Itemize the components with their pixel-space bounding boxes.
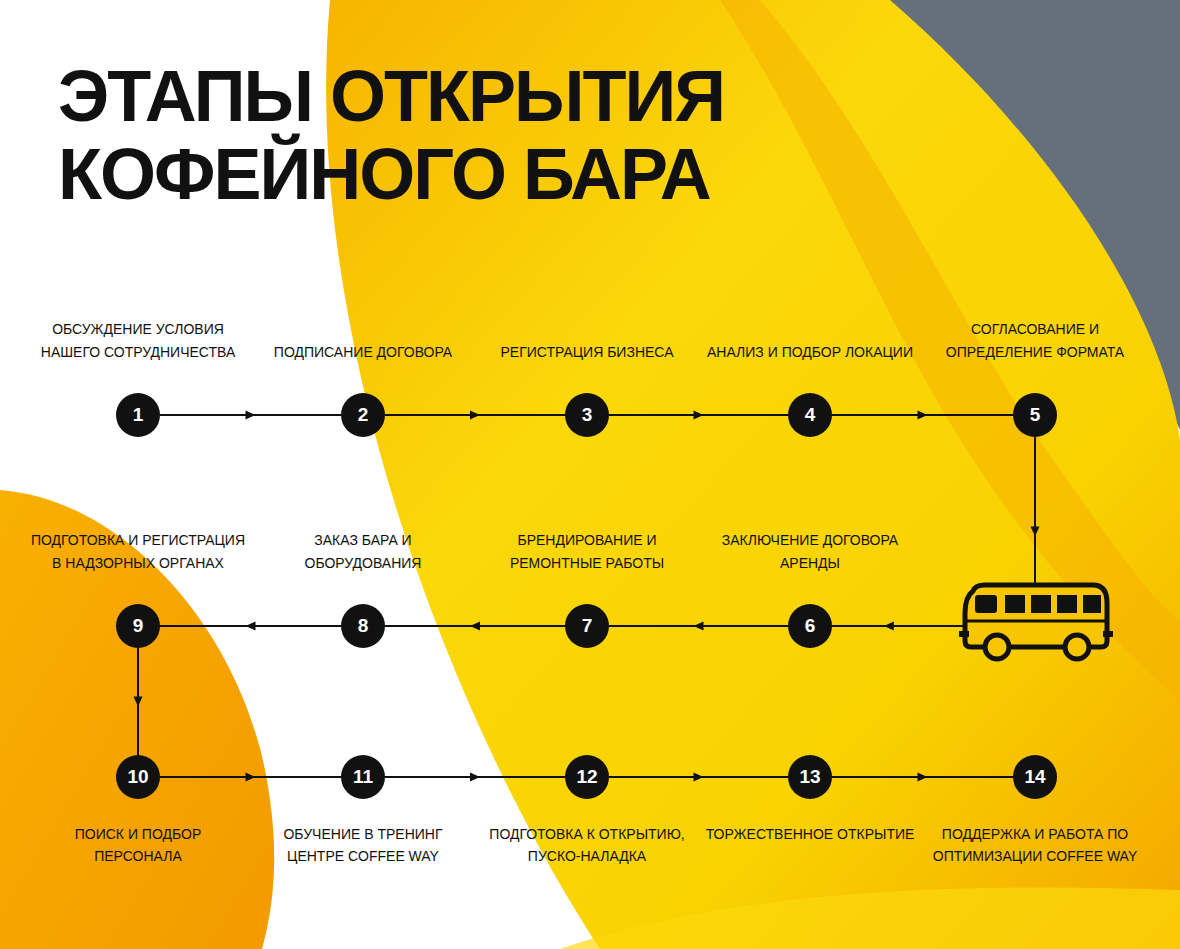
step-circle: 14ПОДДЕРЖКА И РАБОТА ПО ОПТИМИЗАЦИИ COFF…: [1013, 755, 1057, 799]
step-number: 11: [341, 755, 385, 799]
yellow-band: [560, 887, 1180, 949]
arrow-head: [884, 622, 894, 631]
step-label: ПОДПИСАНИЕ ДОГОВОРА: [256, 341, 471, 363]
step-label: ПОДДЕРЖКА И РАБОТА ПО ОПТИМИЗАЦИИ COFFEE…: [928, 823, 1143, 868]
step-number: 1: [116, 393, 160, 437]
step-connector: [609, 773, 788, 782]
step-number: 9: [116, 604, 160, 648]
arrow-head: [134, 697, 143, 707]
step-number: 7: [565, 604, 609, 648]
step-label: ПОИСК И ПОДБОР ПЕРСОНАЛА: [31, 823, 246, 868]
step-label: БРЕНДИРОВАНИЕ И РЕМОНТНЫЕ РАБОТЫ: [480, 529, 695, 574]
step-connector: [609, 411, 788, 420]
step-number: 3: [565, 393, 609, 437]
step-circle: 7БРЕНДИРОВАНИЕ И РЕМОНТНЫЕ РАБОТЫ: [565, 604, 609, 648]
orange-blob: [0, 490, 274, 949]
step-label: ЗАКЛЮЧЕНИЕ ДОГОВОРА АРЕНДЫ: [703, 529, 918, 574]
step-number: 5: [1013, 393, 1057, 437]
step-number: 2: [341, 393, 385, 437]
arrow-head: [694, 411, 704, 420]
step-label: ОБУЧЕНИЕ В ТРЕНИНГ ЦЕНТРЕ COFFEE WAY: [256, 823, 471, 868]
step-number: 12: [565, 755, 609, 799]
step-connector: [385, 622, 565, 631]
step-circle: 12ПОДГОТОВКА К ОТКРЫТИЮ, ПУСКО-НАЛАДКА: [565, 755, 609, 799]
step-label: ЗАКАЗ БАРА И ОБОРУДОВАНИЯ: [256, 529, 471, 574]
arrow-head: [694, 773, 704, 782]
step-circle: 13ТОРЖЕСТВЕННОЕ ОТКРЫТИЕ: [788, 755, 832, 799]
step-number: 13: [788, 755, 832, 799]
arrow-head: [918, 411, 928, 420]
step-connector: [609, 622, 788, 631]
step-label: ОБСУЖДЕНИЕ УСЛОВИЯ НАШЕГО СОТРУДНИЧЕСТВА: [31, 318, 246, 363]
arrow-head: [918, 773, 928, 782]
step-connector: [134, 648, 143, 755]
bus-icon: [959, 585, 1113, 659]
arrow-head: [1031, 527, 1040, 537]
step-number: 8: [341, 604, 385, 648]
step-number: 6: [788, 604, 832, 648]
step-circle: 4АНАЛИЗ И ПОДБОР ЛОКАЦИИ: [788, 393, 832, 437]
arrow-head: [246, 411, 256, 420]
step-circle: 8ЗАКАЗ БАРА И ОБОРУДОВАНИЯ: [341, 604, 385, 648]
step-connector: [160, 411, 341, 420]
step-connector: [832, 773, 1013, 782]
step-label: СОГЛАСОВАНИЕ И ОПРЕДЕЛЕНИЕ ФОРМАТА: [928, 318, 1143, 363]
step-circle: 9ПОДГОТОВКА И РЕГИСТРАЦИЯ В НАДЗОРНЫХ ОР…: [116, 604, 160, 648]
arrow-head: [470, 411, 480, 420]
diagram-title: ЭТАПЫ ОТКРЫТИЯ КОФЕЙНОГО БАРА: [58, 58, 778, 214]
step-connector: [160, 622, 341, 631]
step-circle: 10ПОИСК И ПОДБОР ПЕРСОНАЛА: [116, 755, 160, 799]
step-circle: 11ОБУЧЕНИЕ В ТРЕНИНГ ЦЕНТРЕ COFFEE WAY: [341, 755, 385, 799]
step-number: 4: [788, 393, 832, 437]
step-connector: [385, 411, 565, 420]
arrow-head: [470, 622, 480, 631]
step-label: ПОДГОТОВКА К ОТКРЫТИЮ, ПУСКО-НАЛАДКА: [480, 823, 695, 868]
step-connector: [385, 773, 565, 782]
step-circle: 2ПОДПИСАНИЕ ДОГОВОРА: [341, 393, 385, 437]
step-number: 14: [1013, 755, 1057, 799]
step-circle: 3РЕГИСТРАЦИЯ БИЗНЕСА: [565, 393, 609, 437]
arrow-head: [694, 622, 704, 631]
step-label: АНАЛИЗ И ПОДБОР ЛОКАЦИИ: [703, 341, 918, 363]
step-circle: 6ЗАКЛЮЧЕНИЕ ДОГОВОРА АРЕНДЫ: [788, 604, 832, 648]
step-number: 10: [116, 755, 160, 799]
step-circle: 1ОБСУЖДЕНИЕ УСЛОВИЯ НАШЕГО СОТРУДНИЧЕСТВ…: [116, 393, 160, 437]
arrow-head: [246, 773, 256, 782]
step-connector: [160, 773, 341, 782]
step-connector: [832, 411, 1013, 420]
step-label: ТОРЖЕСТВЕННОЕ ОТКРЫТИЕ: [703, 823, 918, 845]
arrow-head: [246, 622, 256, 631]
step-label: ПОДГОТОВКА И РЕГИСТРАЦИЯ В НАДЗОРНЫХ ОРГ…: [31, 529, 246, 574]
arrow-head: [470, 773, 480, 782]
step-circle: 5СОГЛАСОВАНИЕ И ОПРЕДЕЛЕНИЕ ФОРМАТА: [1013, 393, 1057, 437]
step-label: РЕГИСТРАЦИЯ БИЗНЕСА: [480, 341, 695, 363]
